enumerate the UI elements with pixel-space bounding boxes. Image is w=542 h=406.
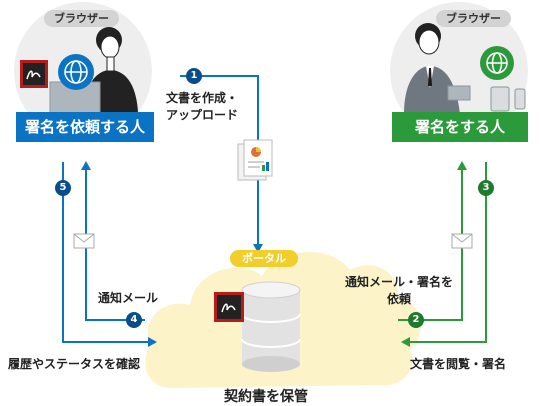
storage-label: 契約書を保管 — [224, 389, 308, 405]
step4-label: 通知メール — [98, 291, 159, 305]
step4-number: 4 — [126, 312, 142, 328]
requester-role-label: 署名を依頼する人 — [16, 112, 154, 142]
signature-app-icon — [20, 60, 48, 92]
step5-number: 5 — [55, 180, 71, 196]
step2-number: 2 — [408, 312, 424, 328]
step1-label-line1: 文書を作成・ — [166, 91, 239, 105]
requester-browser-label: ブラウザー — [44, 10, 119, 27]
step3-label: 文書を閲覧・署名 — [410, 357, 507, 371]
signer-browser-label: ブラウザー — [436, 10, 511, 27]
step2-label-line2: 依頼 — [386, 292, 411, 306]
step1-label-line2: アップロード — [166, 108, 239, 122]
step4-arrow — [85, 168, 145, 321]
step2-label-line1: 通知メール・署名を — [344, 275, 453, 289]
smartphone-icon — [514, 88, 526, 114]
signature-app-icon — [214, 292, 244, 322]
globe-icon — [56, 52, 96, 96]
envelope-icon — [73, 233, 95, 249]
step1-number: 1 — [186, 68, 202, 84]
step3-number: 3 — [478, 180, 494, 196]
signer-role-label: 署名をする人 — [392, 112, 528, 142]
step1-arrow — [180, 75, 259, 244]
document-icon — [237, 139, 273, 181]
globe-icon — [478, 44, 516, 86]
envelope-icon — [451, 233, 473, 249]
step5-label: 履歴やステータスを確認 — [8, 357, 141, 371]
signer-illustration — [404, 23, 471, 114]
step3-arrow — [408, 162, 487, 343]
step1-label: 文書を作成・ アップロード — [166, 90, 238, 124]
tablet-icon — [490, 86, 510, 116]
flow-lines-blue — [62, 75, 263, 347]
portal-label: ポータル — [230, 250, 298, 267]
database-icon — [241, 281, 301, 372]
step2-label: 通知メール・署名を 依頼 — [338, 274, 460, 308]
step5-arrow — [62, 162, 150, 343]
